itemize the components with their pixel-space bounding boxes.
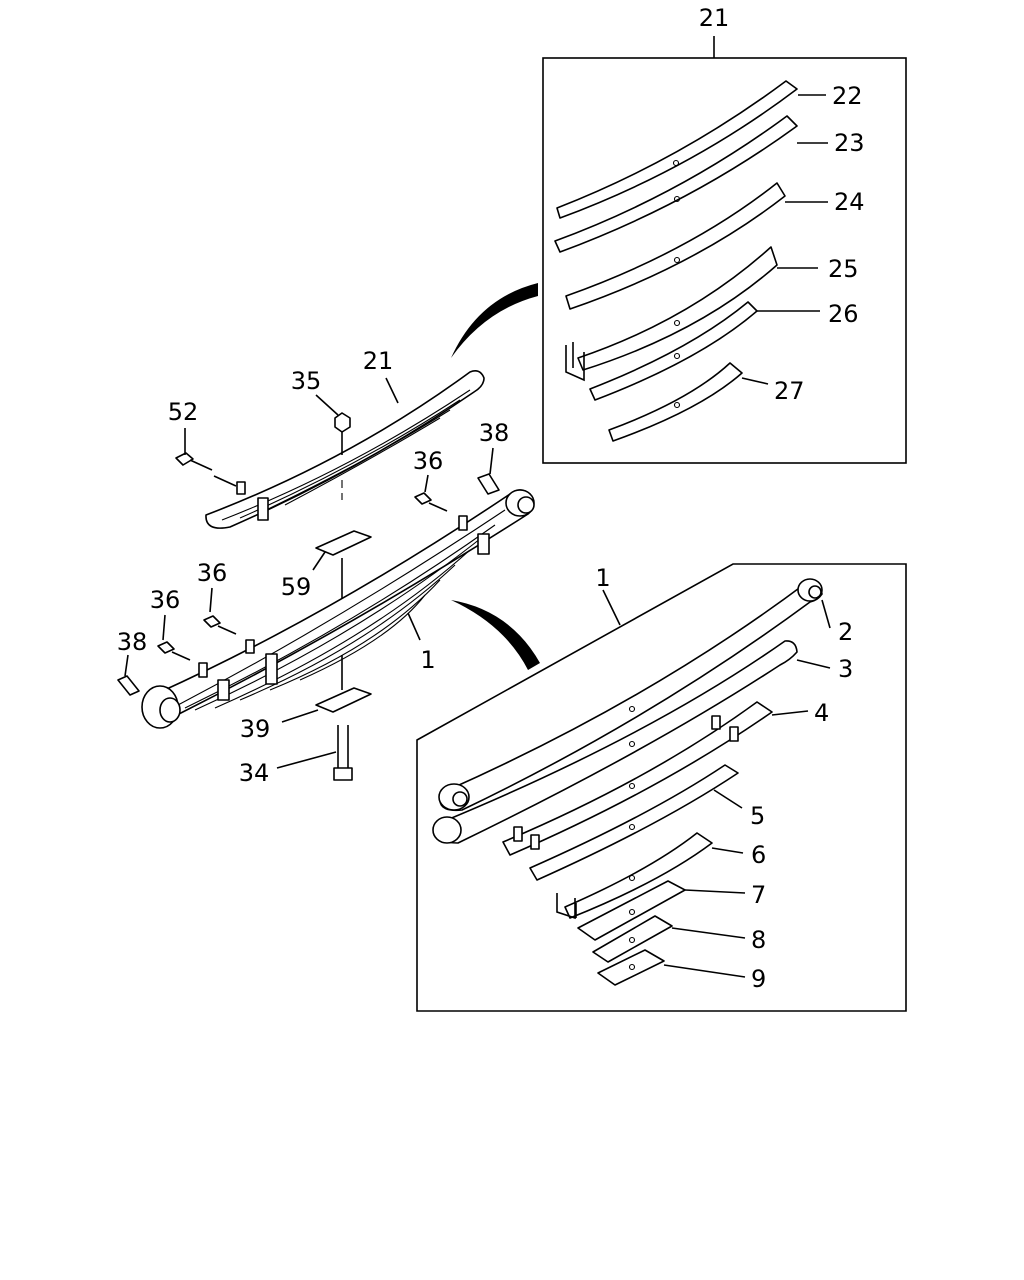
callout-7: 7 bbox=[751, 881, 766, 909]
main-assembly bbox=[117, 370, 535, 781]
pointer-arrow-top bbox=[451, 283, 538, 358]
callout-22: 22 bbox=[832, 82, 863, 110]
callout-38-left: 38 bbox=[117, 628, 148, 656]
leaf-3 bbox=[434, 640, 798, 844]
callout-24: 24 bbox=[834, 188, 865, 216]
nut-35 bbox=[334, 412, 351, 433]
detail-box-frame-21 bbox=[542, 57, 907, 464]
leaf-23 bbox=[554, 115, 798, 253]
leaf-24 bbox=[565, 182, 786, 310]
detail-box-1 bbox=[416, 563, 907, 1012]
callout-5: 5 bbox=[750, 802, 765, 830]
callout-21-top: 21 bbox=[699, 4, 730, 32]
callout-6: 6 bbox=[751, 841, 766, 869]
plate-59 bbox=[315, 530, 372, 556]
callout-8: 8 bbox=[751, 926, 766, 954]
leaf-4 bbox=[502, 701, 773, 856]
plate-39 bbox=[315, 687, 372, 713]
callout-21-main: 21 bbox=[363, 347, 394, 375]
callout-3: 3 bbox=[838, 655, 853, 683]
callout-9: 9 bbox=[751, 965, 766, 993]
callout-2: 2 bbox=[838, 618, 853, 646]
leaf-22 bbox=[556, 80, 798, 219]
leaf-27 bbox=[608, 362, 743, 442]
leaf-6 bbox=[564, 832, 713, 919]
callout-38-right: 38 bbox=[479, 419, 510, 447]
callout-34: 34 bbox=[239, 759, 270, 787]
callout-35: 35 bbox=[291, 367, 322, 395]
callout-27: 27 bbox=[774, 377, 805, 405]
leaf-8 bbox=[592, 915, 673, 963]
callout-36-right: 36 bbox=[413, 447, 444, 475]
callout-39: 39 bbox=[240, 715, 271, 743]
callout-1-box: 1 bbox=[595, 564, 610, 592]
detail-box-21 bbox=[542, 36, 907, 464]
callout-36-mid: 36 bbox=[197, 559, 228, 587]
callout-25: 25 bbox=[828, 255, 859, 283]
detail-box-frame-1 bbox=[416, 563, 907, 1012]
leaf-25 bbox=[577, 246, 778, 371]
callout-36-left: 36 bbox=[150, 586, 181, 614]
callout-labels: 21 22 23 24 25 26 27 21 35 52 38 36 36 3… bbox=[117, 4, 865, 993]
callout-4: 4 bbox=[814, 699, 829, 727]
bolt-34 bbox=[333, 767, 353, 781]
leaf-9 bbox=[597, 949, 665, 986]
callout-59: 59 bbox=[281, 573, 312, 601]
callout-23: 23 bbox=[834, 129, 865, 157]
clip-26 bbox=[565, 345, 585, 382]
leaf-2 bbox=[439, 581, 823, 812]
callout-52: 52 bbox=[168, 398, 199, 426]
leaf-5 bbox=[529, 764, 739, 881]
spring-21 bbox=[205, 370, 485, 529]
pointer-arrow-bottom bbox=[451, 600, 540, 670]
callout-26: 26 bbox=[828, 300, 859, 328]
callout-1-main: 1 bbox=[420, 646, 435, 674]
